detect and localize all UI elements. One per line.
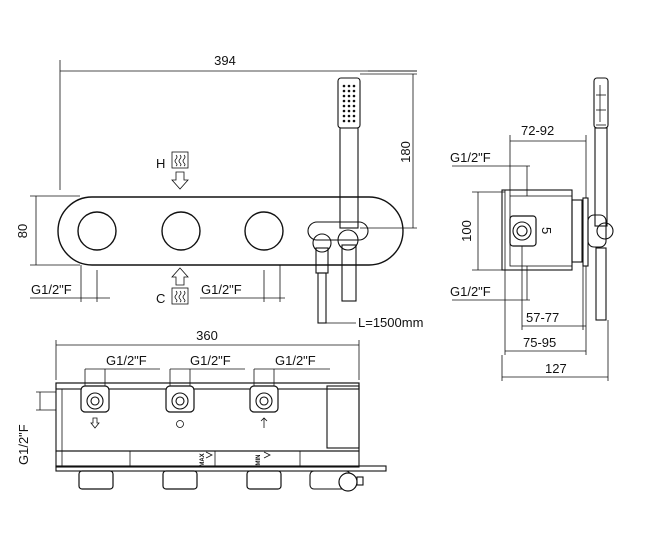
front-width-label: 394	[214, 53, 236, 68]
side-faceplate	[582, 197, 589, 267]
top-valve-1	[80, 385, 110, 413]
cold-arrow-up-icon	[171, 267, 189, 286]
top-width-label: 360	[196, 328, 218, 343]
knob-middle	[161, 211, 201, 251]
top-side-outlet-label: G1/2"F	[16, 424, 31, 465]
hand-shower-handle	[339, 127, 359, 229]
cold-icon-box	[171, 287, 189, 305]
top-outlet-2-label: G1/2"F	[190, 353, 231, 368]
front-height-label: 80	[15, 224, 30, 238]
side-hand-shower	[593, 77, 609, 129]
side-total-depth-label: 127	[545, 361, 567, 376]
top-knob-3	[246, 470, 282, 490]
top-valve-2	[165, 385, 195, 413]
top-valve-3	[249, 385, 279, 413]
top-faceplate-edge	[55, 465, 387, 472]
cold-letter: C	[156, 291, 165, 306]
side-depth-1-label: 57-77	[526, 310, 559, 325]
top-knob-1	[78, 470, 114, 490]
side-inlet-bottom-label: G1/2"F	[450, 284, 491, 299]
side-depth-2-label: 75-95	[523, 335, 556, 350]
mark-max: MAX	[200, 453, 206, 466]
hose-length-label: L=1500mm	[358, 315, 423, 330]
side-top-depth-label: 72-92	[521, 123, 554, 138]
mark-min: MIN	[256, 455, 262, 466]
side-valve	[509, 215, 537, 247]
faceplate	[57, 196, 404, 266]
hot-letter: H	[156, 156, 165, 171]
hose-height-label: 180	[398, 141, 413, 163]
top-knob-2	[162, 470, 198, 490]
knob-left	[77, 211, 117, 251]
front-inlet-mid-label: G1/2"F	[201, 282, 242, 297]
side-mark-5: 5	[539, 227, 554, 234]
top-outlet-1-label: G1/2"F	[106, 353, 147, 368]
side-view: 5 72-92 G1/2"F 100 G1/2"F	[450, 77, 614, 381]
top-view: 360 G1/2"F G1/2"F G1/2"F G1/2"F	[16, 328, 387, 492]
top-outlet-3-label: G1/2"F	[275, 353, 316, 368]
front-view: 394 180 80	[15, 53, 423, 330]
hot-arrow-down-icon	[171, 171, 189, 190]
knob-right	[244, 211, 284, 251]
front-inlet-left-label: G1/2"F	[31, 282, 72, 297]
side-inlet-top-label: G1/2"F	[450, 150, 491, 165]
side-height-label: 100	[459, 220, 474, 242]
heat-waves-icon	[174, 154, 186, 167]
hot-icon-box	[171, 151, 189, 169]
cold-waves-icon	[174, 290, 186, 303]
arrow-down-icon	[90, 417, 100, 429]
shower-nozzles	[342, 84, 356, 123]
hose	[317, 272, 327, 324]
